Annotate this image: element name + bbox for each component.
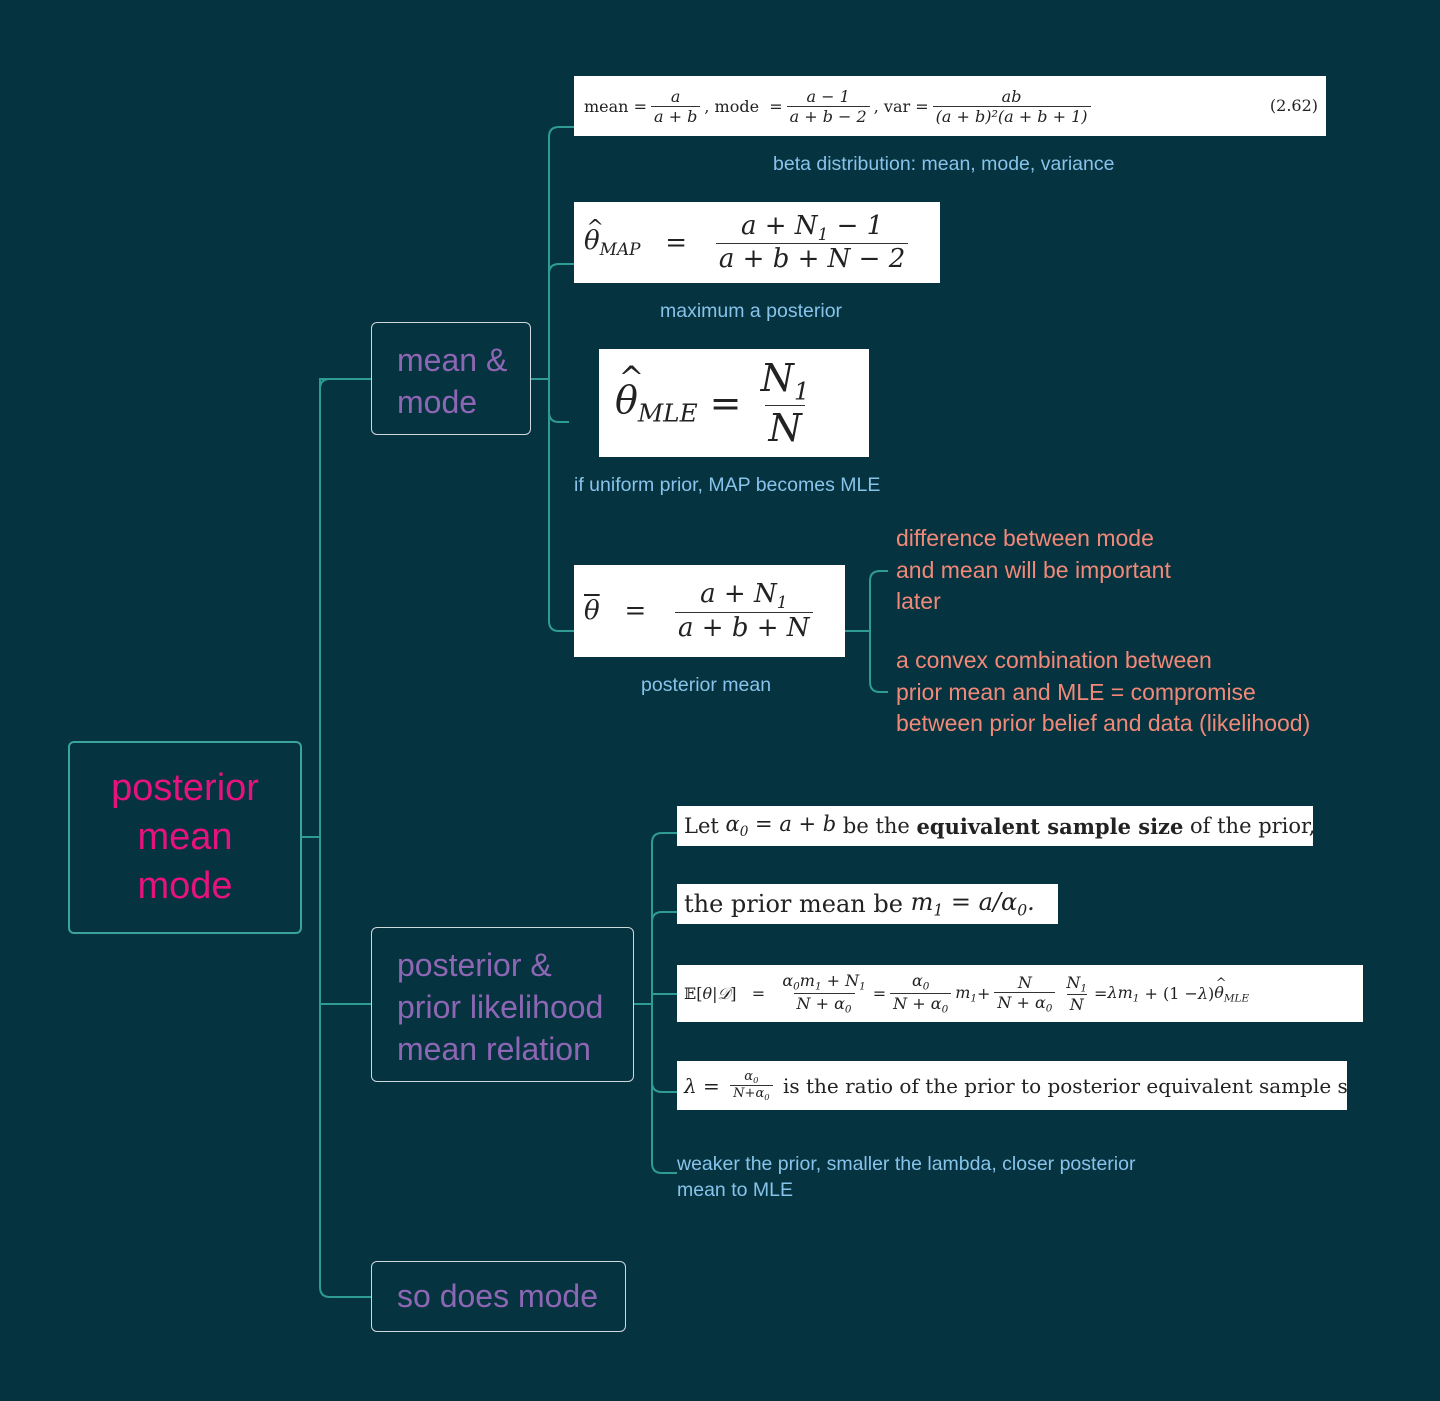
lambda-ratio-text: is the ratio of the prior to posterior e… <box>782 1073 1347 1098</box>
let-word: Let <box>684 814 719 838</box>
weaker-prior-caption: weaker the prior, smaller the lambda, cl… <box>677 1153 1136 1201</box>
branch-label-so-does-mode: so does mode <box>397 1278 599 1314</box>
branch-node-relation[interactable]: posterior & prior likelihood mean relati… <box>371 927 634 1082</box>
mle-formula-image: θMLE = N1N <box>599 349 869 457</box>
equivalent-sample-size-bold: equivalent sample size <box>916 813 1184 839</box>
posterior-mean-caption: posterior mean <box>641 674 772 696</box>
map-caption: maximum a posterior <box>660 300 843 322</box>
branch-label-relation: posterior & prior likelihood mean relati… <box>397 947 604 1067</box>
map-formula-image: θMAP = a + N1 − 1a + b + N − 2 <box>574 202 940 283</box>
mode-word: mode <box>714 96 760 116</box>
of-the-prior-text: of the prior, <box>1190 814 1313 838</box>
convex-combination-note: a convex combination between prior mean … <box>896 647 1311 736</box>
beta-caption: beta distribution: mean, mode, variance <box>773 153 1115 175</box>
mode-mean-difference-note: difference between mode and mean will be… <box>896 525 1171 614</box>
mean-word: mean <box>584 96 629 116</box>
root-node-label: posterior mean mode <box>111 767 259 907</box>
mle-caption: if uniform prior, MAP becomes MLE <box>574 474 881 496</box>
be-the-text: be the <box>842 814 910 838</box>
branch-label-mean-mode: mean & mode <box>397 342 508 420</box>
branch-node-so-does-mode[interactable]: so does mode <box>371 1261 626 1332</box>
prior-mean-text: the prior mean be <box>684 890 903 918</box>
var-word: var <box>883 96 911 116</box>
equation-number: (2.62) <box>1269 96 1318 115</box>
root-node[interactable]: posterior mean mode <box>68 741 302 934</box>
branch-node-mean-mode[interactable]: mean & mode <box>371 322 531 435</box>
prior-mean-image: the prior mean be m1 = a/α0. <box>677 884 1058 924</box>
equivalent-sample-size-image: Let α0 = a + b be the equivalent sample … <box>677 806 1313 846</box>
